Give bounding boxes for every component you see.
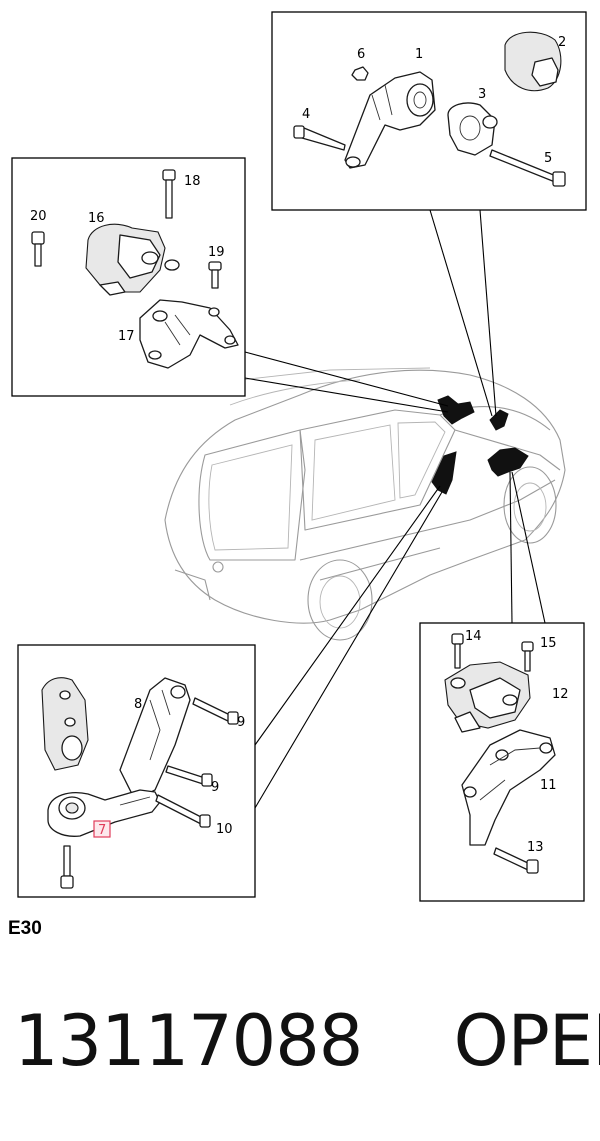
callout-13: 13 bbox=[527, 840, 544, 855]
callout-9-lower: 9 bbox=[211, 780, 219, 795]
callout-1: 1 bbox=[415, 47, 423, 62]
callout-14: 14 bbox=[465, 629, 482, 644]
panel-top-right bbox=[271, 11, 587, 211]
callout-5: 5 bbox=[544, 151, 552, 166]
callout-10: 10 bbox=[216, 822, 233, 837]
callout-7-highlight bbox=[93, 820, 111, 838]
callout-19: 19 bbox=[208, 245, 225, 260]
callout-8: 8 bbox=[134, 697, 142, 712]
callout-7: 7 bbox=[98, 823, 106, 838]
callout-3: 3 bbox=[478, 87, 486, 102]
callout-17: 17 bbox=[118, 329, 135, 344]
section-code: E30 bbox=[8, 918, 42, 939]
callout-2: 2 bbox=[558, 35, 566, 50]
exploded-parts-diagram: 1 2 3 4 5 6 7 8 9 9 10 11 12 13 14 15 16… bbox=[11, 11, 587, 902]
callout-labels: 1 2 3 4 5 6 7 8 9 9 10 11 12 13 14 15 16… bbox=[30, 35, 569, 855]
callout-18: 18 bbox=[184, 174, 201, 189]
panel-bottom-right bbox=[419, 622, 585, 902]
part-footer: 13117088 OPEL bbox=[14, 1000, 600, 1082]
part-number: 13117088 bbox=[14, 1000, 363, 1082]
callout-6: 6 bbox=[357, 47, 365, 62]
brand-name: OPEL bbox=[453, 1000, 600, 1082]
callout-11: 11 bbox=[540, 778, 557, 793]
panel-bottom-left bbox=[17, 644, 256, 898]
callout-4: 4 bbox=[302, 107, 310, 122]
car-outline bbox=[164, 367, 566, 641]
callout-15: 15 bbox=[540, 636, 557, 651]
callout-12: 12 bbox=[552, 687, 569, 702]
panel-top-left bbox=[11, 157, 246, 397]
callout-20: 20 bbox=[30, 209, 47, 224]
mount-silhouettes bbox=[431, 395, 529, 495]
callout-16: 16 bbox=[88, 211, 105, 226]
callout-9-upper: 9 bbox=[237, 715, 245, 730]
leader-lines bbox=[244, 209, 546, 809]
